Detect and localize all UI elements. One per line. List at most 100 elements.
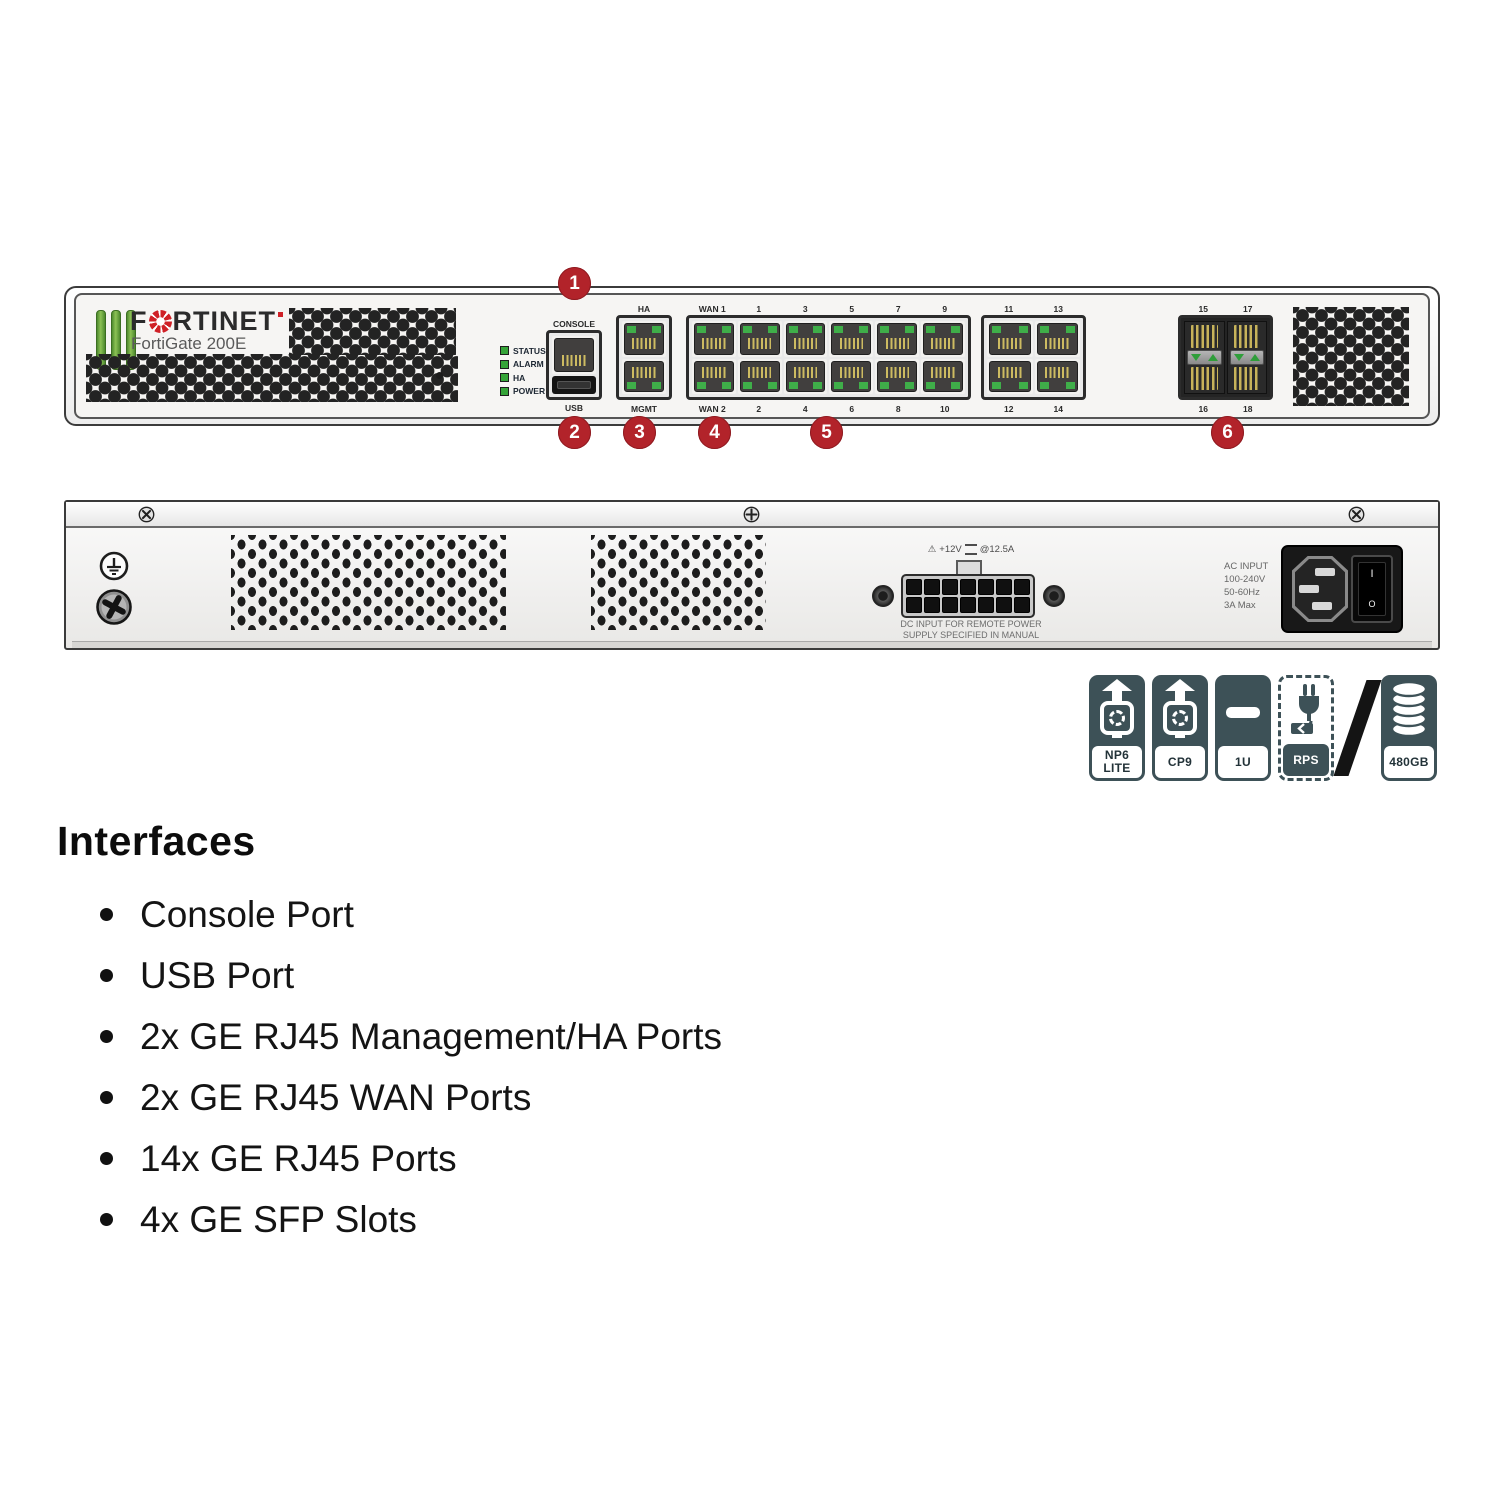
- section-title: Interfaces: [57, 818, 256, 864]
- rj45-jack[interactable]: [785, 323, 826, 355]
- rj45-pins: [632, 366, 656, 378]
- console-port-label: CONSOLE: [552, 319, 596, 329]
- rj45-jack[interactable]: [831, 323, 872, 355]
- slash-separator-icon: [1333, 680, 1382, 776]
- callout-3: 3: [623, 416, 656, 449]
- dc-amps: @12.5A: [979, 544, 1015, 555]
- rj45-jack[interactable]: [785, 360, 826, 392]
- badge-np6-lite: NP6 LITE: [1089, 675, 1145, 781]
- port-label: 3: [802, 304, 808, 314]
- led-row: HA: [500, 371, 570, 385]
- dc-pin: [906, 597, 922, 613]
- ac-rating-line: 100-240V: [1224, 574, 1266, 585]
- rj45-cell: [783, 321, 828, 357]
- rj45-pins: [562, 355, 586, 366]
- rj45-jack[interactable]: [739, 323, 780, 355]
- sfp-slot-block: [1178, 315, 1273, 400]
- badge-label: CP9: [1155, 746, 1205, 778]
- link-led-tab: [1066, 326, 1075, 333]
- link-led-tab: [905, 382, 915, 389]
- rj45-jack[interactable]: [989, 360, 1031, 392]
- port-label: 5: [849, 304, 855, 314]
- rear-vent-grid: [591, 535, 766, 630]
- rj45-cell: [829, 358, 874, 394]
- sfp-slot-column[interactable]: [1226, 321, 1267, 394]
- switch-on-mark: I: [1370, 568, 1374, 580]
- disk-stack-icon: [1390, 680, 1428, 738]
- led-row: ALARM: [500, 358, 570, 372]
- mgmt-port-label: MGMT: [631, 404, 657, 414]
- dc-rating-label: ⚠ +12V @12.5A: [876, 544, 1066, 555]
- model-name: FortiGate 200E: [131, 334, 247, 353]
- rj45-pins: [748, 366, 772, 378]
- ha-port-label: HA: [637, 304, 651, 314]
- port-label: WAN 1: [698, 304, 726, 314]
- list-item: 2x GE RJ45 Management/HA Ports: [100, 1006, 722, 1067]
- rj45-jack[interactable]: [624, 323, 664, 355]
- grounding-screw-icon: [96, 589, 132, 625]
- badge-rps: RPS: [1278, 675, 1334, 781]
- dc-input-connector: [901, 574, 1035, 618]
- rj45-jack[interactable]: [989, 323, 1031, 355]
- rj45-cell: [737, 358, 782, 394]
- link-led-tab: [926, 382, 936, 389]
- sfp-slot-column[interactable]: [1184, 321, 1225, 394]
- rj45-port-column: [737, 321, 782, 394]
- led-label: POWER: [513, 386, 546, 397]
- rj45-pins: [885, 366, 909, 378]
- rj45-pins: [839, 366, 864, 378]
- rear-panel: ⚠ +12V @12.5A DC INPUT FOR REMOTE POWER …: [64, 500, 1440, 650]
- link-led-tab: [627, 326, 636, 333]
- rj45-jack[interactable]: [923, 323, 963, 355]
- rj45-port-column: [921, 321, 965, 394]
- power-switch[interactable]: I O: [1351, 555, 1393, 623]
- usb-port-label: USB: [565, 403, 583, 413]
- callout-1: 1: [558, 267, 591, 300]
- badge-cp9: CP9: [1152, 675, 1208, 781]
- usb-port: [552, 376, 596, 394]
- sfp-latch: [1187, 350, 1222, 365]
- power-rocker[interactable]: I O: [1358, 562, 1386, 616]
- dc-pin: [942, 579, 958, 595]
- rj45-jack[interactable]: [739, 360, 780, 392]
- earth-ground-icon: [99, 551, 129, 581]
- link-led-tab: [834, 326, 844, 333]
- fortinet-o-icon: [148, 309, 172, 333]
- rj45-jack[interactable]: [624, 360, 664, 392]
- rj45-jack[interactable]: [694, 360, 734, 392]
- chip-icon: [1100, 701, 1134, 735]
- link-led-tab: [926, 326, 936, 333]
- rj45-port-column: [875, 321, 920, 394]
- port-label: 8: [895, 404, 901, 414]
- led-indicator-icon: [500, 346, 509, 356]
- link-led-tab: [859, 326, 869, 333]
- ac-inlet-body: [1295, 559, 1345, 619]
- warning-triangle-icon: ⚠: [927, 544, 937, 555]
- rj45-jack[interactable]: [1036, 323, 1078, 355]
- rj45-jack[interactable]: [831, 360, 872, 392]
- rj45-jack[interactable]: [694, 323, 734, 355]
- brand-prefix: F: [130, 305, 148, 336]
- rj45-cell: [783, 358, 828, 394]
- rj45-jack[interactable]: [1036, 360, 1078, 392]
- port-label: 2: [756, 404, 762, 414]
- port-label: WAN 2: [698, 404, 726, 414]
- callout-6: 6: [1211, 416, 1244, 449]
- rj45-jack[interactable]: [877, 360, 918, 392]
- badge-label: 1U: [1218, 746, 1268, 778]
- link-led-tab: [627, 382, 636, 389]
- rj45-port-block-1: [686, 315, 971, 400]
- sfp-connector-fingers: [1191, 367, 1218, 390]
- rj45-jack[interactable]: [877, 323, 918, 355]
- ac-inlet-icon: [1292, 556, 1348, 622]
- list-item: Console Port: [100, 884, 722, 945]
- callout-5: 5: [810, 416, 843, 449]
- rj45-jack[interactable]: [923, 360, 963, 392]
- link-led-tab: [767, 382, 777, 389]
- chip-icon: [1165, 679, 1195, 691]
- rj45-port-column: [692, 321, 736, 394]
- led-label: ALARM: [513, 359, 544, 370]
